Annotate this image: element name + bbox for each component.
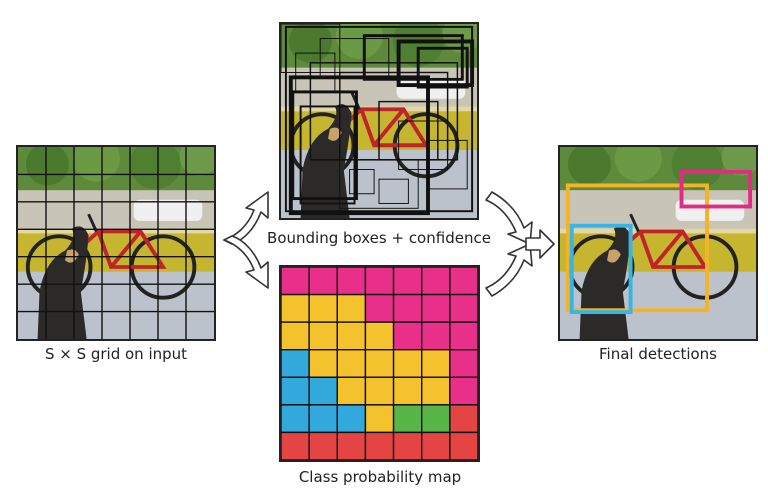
dog-detection-box: [569, 223, 633, 315]
class-cell-yellow: [364, 349, 395, 378]
grid-overlay: [18, 147, 214, 339]
class-cell-yellow: [392, 376, 423, 406]
bicycle-detection-box: [565, 183, 709, 313]
right-arrow-icon: [525, 229, 555, 259]
class-cell-pink: [449, 293, 478, 323]
bounding-boxes-caption: Bounding boxes + confidence: [267, 229, 491, 247]
grid-input-panel: [16, 145, 216, 341]
class-cell-yellow: [308, 321, 338, 351]
merge-arrow-top-icon: [485, 191, 533, 245]
final-boxes: [565, 170, 753, 315]
grid-input-caption: S × S grid on input: [44, 345, 188, 363]
final-detections-caption: Final detections: [599, 345, 717, 363]
split-arrow-up-icon: [223, 191, 269, 245]
bounding-boxes-panel: [279, 22, 479, 220]
class-cell-red: [336, 431, 367, 460]
input-photo: [18, 147, 214, 339]
candidate-boxes: [281, 24, 475, 216]
class-cell-blue: [308, 376, 338, 406]
class-cell-green: [392, 404, 423, 434]
class-cell-red: [449, 431, 478, 460]
class-cell-yellow: [336, 376, 367, 406]
class-probability-caption: Class probability map: [298, 468, 462, 486]
class-cell-yellow: [364, 404, 395, 434]
class-cell-pink: [449, 321, 478, 351]
class-cell-green: [421, 404, 451, 434]
split-arrow-down-icon: [223, 235, 269, 289]
class-cell-red: [392, 431, 423, 460]
class-cell-pink: [392, 293, 423, 323]
class-cell-yellow: [421, 349, 451, 378]
class-cell-red: [364, 431, 395, 460]
class-cell-pink: [421, 293, 451, 323]
class-cell-red: [449, 404, 478, 434]
merge-arrow-bottom-icon: [485, 243, 533, 297]
class-probability-panel: [279, 265, 480, 462]
car-detection-box: [679, 170, 753, 209]
class-cell-yellow: [336, 321, 367, 351]
class-cell-yellow: [364, 321, 395, 351]
class-cell-yellow: [421, 376, 451, 406]
final-detections-panel: [558, 145, 758, 341]
class-probability-grid: [281, 267, 478, 460]
